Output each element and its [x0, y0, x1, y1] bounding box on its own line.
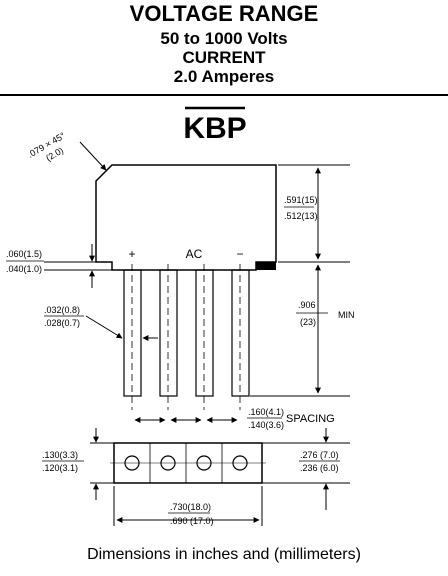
title-voltage-range: VOLTAGE RANGE [129, 1, 319, 26]
header-divider [0, 94, 448, 96]
lead-3 [195, 269, 214, 397]
lead-width-max: .032(0.8) [44, 305, 80, 315]
pin-minus-label: − [236, 247, 243, 261]
lead-width-min: .028(0.7) [44, 318, 80, 328]
shoulder-max: .060(1.5) [6, 249, 42, 259]
pin-plus-label: + [128, 247, 135, 261]
lead-1 [123, 269, 142, 397]
lead-length-metric: (23) [300, 317, 316, 327]
package-body [95, 164, 277, 271]
pin-ac-label: AC [186, 247, 203, 261]
bottom-height-min: .120(3.1) [42, 463, 78, 473]
current-value: 2.0 Amperes [173, 67, 275, 86]
shoulder-min: .040(1.0) [6, 264, 42, 274]
lead-length-value: .906 [298, 300, 316, 310]
lead-width-arrow-left [85, 315, 123, 339]
bottom-height-max: .130(3.3) [42, 450, 78, 460]
spacing-label: SPACING [286, 413, 335, 425]
body-height-min: .512(13) [284, 211, 318, 221]
bottom-width-min: .690 (17.0) [170, 516, 214, 526]
spacing-min: .140(3.6) [248, 420, 284, 430]
voltage-value: 50 to 1000 Volts [160, 29, 288, 48]
lead-2 [159, 269, 178, 397]
lead-length-suffix: MIN [338, 310, 355, 320]
spacing-max: .160(4.1) [248, 407, 284, 417]
title-current: CURRENT [182, 48, 266, 67]
bottom-width-max: .730(18.0) [170, 502, 211, 512]
body-height-max: .591(15) [284, 195, 318, 205]
package-title: KBP [183, 112, 246, 145]
bottom-depth-max: .276 (7.0) [300, 450, 339, 460]
bottom-depth-min: .236 (6.0) [300, 463, 339, 473]
chamfer-arrow [79, 141, 107, 171]
dimensions-note: Dimensions in inches and (millimeters) [87, 546, 361, 563]
body-notch [256, 262, 276, 270]
lead-4 [231, 269, 250, 397]
